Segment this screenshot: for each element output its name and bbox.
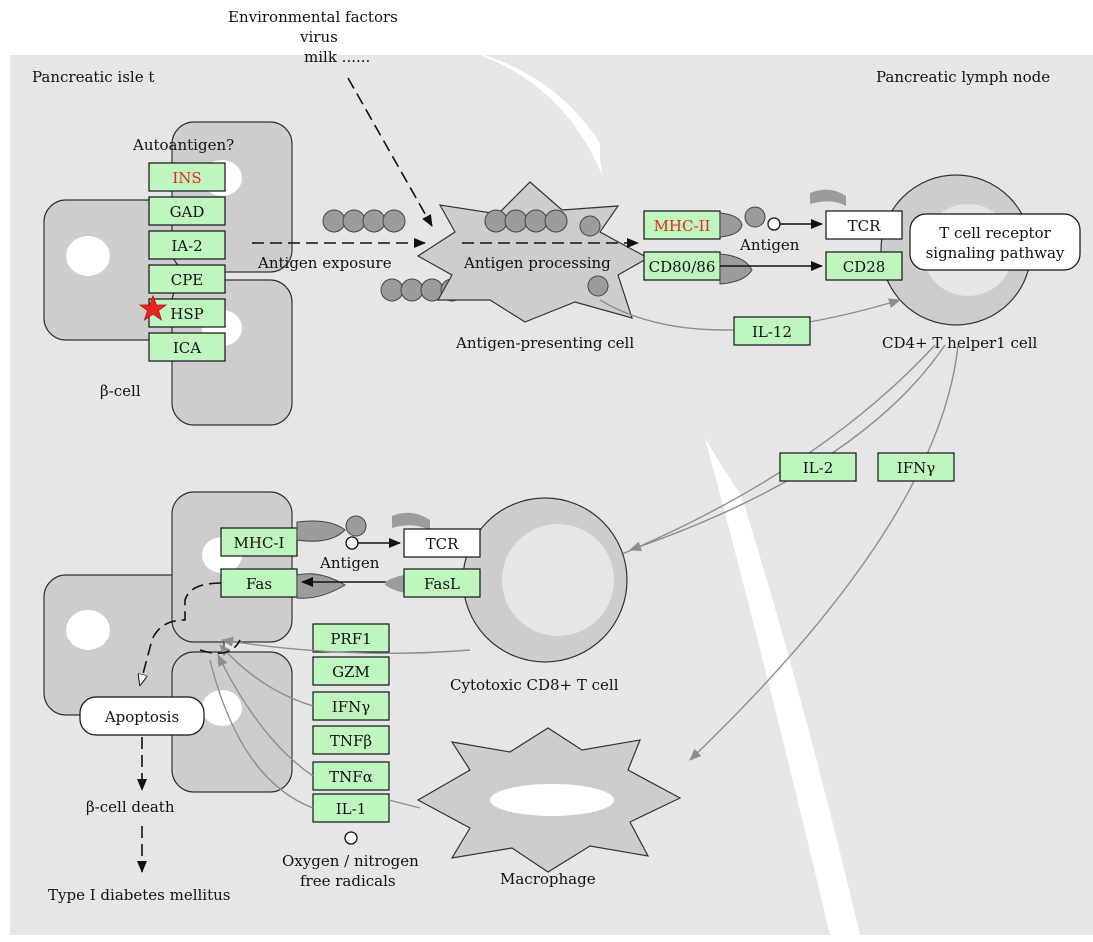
gene-label: CD80/86 xyxy=(649,258,716,276)
pathway-line-1: T cell receptor xyxy=(939,224,1051,242)
beta-cell-label: β-cell xyxy=(100,382,141,400)
gene-label: Fas xyxy=(246,575,272,593)
gene-box-ica[interactable]: ICA xyxy=(149,333,225,361)
tcr-label: TCR xyxy=(426,535,459,553)
gene-box-mhc2[interactable]: MHC-II xyxy=(644,211,720,239)
ctl-antigen-dot xyxy=(346,537,358,549)
radicals-line-1: Oxygen / nitrogen xyxy=(282,852,419,870)
gene-box-il12[interactable]: IL-12 xyxy=(734,317,810,345)
autoantigen-label: Autoantigen? xyxy=(132,136,234,154)
apoptosis-box[interactable]: Apoptosis xyxy=(80,697,204,735)
tcr-box-ctl[interactable]: TCR xyxy=(404,529,480,557)
ctl-antigen-label: Antigen xyxy=(319,554,380,572)
islet-label: Pancreatic isle t xyxy=(32,68,154,86)
gene-label: INS xyxy=(172,169,201,187)
antigen-exposure-label: Antigen exposure xyxy=(257,254,392,272)
gene-label: IFNγ xyxy=(897,459,935,477)
lymph-node-label: Pancreatic lymph node xyxy=(876,68,1050,86)
tcr-label: TCR xyxy=(848,217,881,235)
gene-box-fasl[interactable]: FasL xyxy=(404,569,480,597)
env-line-3: milk ...... xyxy=(304,48,370,66)
tcr-pathway-box[interactable]: T cell receptor signaling pathway xyxy=(910,214,1080,270)
nucleus-icon xyxy=(66,236,110,276)
gene-label: IL-12 xyxy=(752,323,792,341)
ctl-label: Cytotoxic CD8+ T cell xyxy=(450,676,619,694)
antigen-dot xyxy=(768,218,780,230)
gene-box-gzm[interactable]: GZM xyxy=(313,657,389,685)
gene-box-tnfa[interactable]: TNFα xyxy=(313,762,389,790)
env-line-2: virus xyxy=(299,28,338,46)
gene-label: FasL xyxy=(424,575,460,593)
gene-box-ifng[interactable]: IFNγ xyxy=(313,692,389,720)
radicals-line-2: free radicals xyxy=(300,872,396,890)
gene-box-ins[interactable]: INS xyxy=(149,163,225,191)
beta-death-label: β-cell death xyxy=(86,798,175,816)
apoptosis-label: Apoptosis xyxy=(104,708,179,726)
tcr-box-top[interactable]: TCR xyxy=(826,211,902,239)
gene-box-cd28[interactable]: CD28 xyxy=(826,252,902,280)
gene-label: TNFα xyxy=(329,768,373,786)
gene-label: TNFβ xyxy=(330,732,372,750)
gene-box-ia2[interactable]: IA-2 xyxy=(149,231,225,259)
disease-label: Type I diabetes mellitus xyxy=(48,886,231,904)
gene-label: HSP xyxy=(170,305,203,323)
gene-label: CD28 xyxy=(843,258,886,276)
gene-label: IA-2 xyxy=(171,237,202,255)
gene-box-fas[interactable]: Fas xyxy=(221,569,297,597)
gene-label: GZM xyxy=(332,663,370,681)
ctl-nucleus xyxy=(502,524,614,636)
th1-label: CD4+ T helper1 cell xyxy=(882,334,1038,352)
gene-label: ICA xyxy=(173,339,201,357)
radical-dot xyxy=(345,832,357,844)
macrophage-label: Macrophage xyxy=(500,870,596,888)
gene-label: GAD xyxy=(170,203,205,221)
gene-box-tnfb[interactable]: TNFβ xyxy=(313,726,389,754)
gene-label: IFNγ xyxy=(332,698,370,716)
gene-box-hsp[interactable]: HSP xyxy=(149,299,225,327)
gene-label: IL-2 xyxy=(803,459,834,477)
apc-label: Antigen-presenting cell xyxy=(455,334,634,352)
gene-box-prf1[interactable]: PRF1 xyxy=(313,624,389,652)
apc-antigen-label: Antigen xyxy=(739,236,800,254)
gene-box-cpe[interactable]: CPE xyxy=(149,265,225,293)
antigen-processing-label: Antigen processing xyxy=(463,254,611,272)
env-line-1: Environmental factors xyxy=(228,8,398,26)
gene-label: MHC-II xyxy=(654,217,711,235)
macrophage-nucleus xyxy=(490,784,614,816)
gene-box-il1[interactable]: IL-1 xyxy=(313,794,389,822)
pathway-line-2: signaling pathway xyxy=(926,244,1065,262)
gene-box-mhc1[interactable]: MHC-I xyxy=(221,528,297,556)
gene-label: MHC-I xyxy=(234,534,285,552)
gene-box-ifng-top[interactable]: IFNγ xyxy=(878,453,954,481)
gene-label: CPE xyxy=(171,271,204,289)
gene-box-gad[interactable]: GAD xyxy=(149,197,225,225)
gene-label: IL-1 xyxy=(336,800,367,818)
gene-box-il2[interactable]: IL-2 xyxy=(780,453,856,481)
gene-label: PRF1 xyxy=(330,630,371,648)
gene-box-cd80[interactable]: CD80/86 xyxy=(644,252,720,280)
